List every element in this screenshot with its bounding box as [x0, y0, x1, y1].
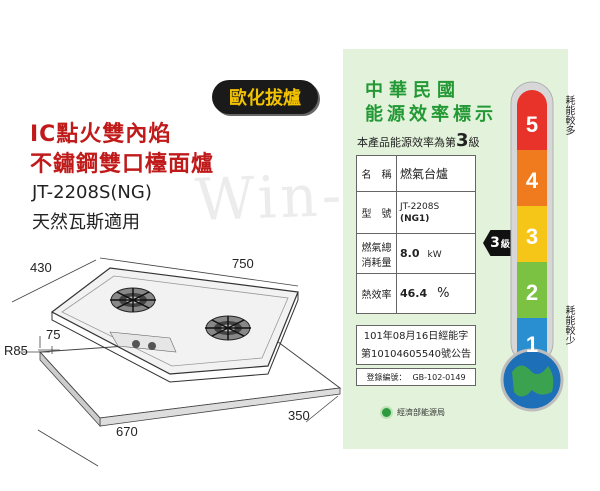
product-title-line2: 不鏽鋼雙口檯面爐: [30, 152, 215, 177]
product-title-line1: IC點火雙內焰: [30, 122, 172, 147]
dim-cutout-depth: 350: [288, 408, 310, 423]
ministry-name: 經濟部能源局: [397, 408, 445, 417]
stove-dimension-drawing: 430 750 75 R85 670 350: [4, 256, 342, 467]
efficiency-thermometer: 5 4 3 2 1: [500, 81, 564, 412]
spec-table: 名 稱 燃氣台爐 型 號 JT-2208S (NG1) 燃氣總 消耗量 8.0 k…: [356, 155, 476, 314]
certificate-notice: 101年08月16日經能字 第10104605540號公告: [356, 325, 476, 365]
energy-label-title-line2: 能源效率標示: [365, 104, 497, 125]
scale-label-3: 3: [526, 224, 538, 249]
arrow-suffix: 級: [500, 239, 510, 250]
spec-row-model: 型 號 JT-2208S (NG1): [356, 191, 476, 234]
dim-depth: 430: [30, 260, 52, 275]
efficiency-value: 46.4: [400, 287, 428, 300]
cert-line1: 101年08月16日經能字: [363, 331, 469, 342]
scale-label-1: 1: [526, 332, 538, 357]
dim-cutout-width: 670: [116, 424, 138, 439]
globe-icon: [512, 365, 554, 397]
scale-label-5: 5: [526, 112, 538, 137]
spec-key: 型 號: [356, 191, 397, 234]
reg-value: GB-102-0149: [412, 372, 466, 382]
spec-key: 燃氣總 消耗量: [356, 233, 397, 274]
spec-row-efficiency: 熱效率 46.4%: [356, 273, 476, 314]
spec-value: 燃氣台爐: [396, 155, 476, 192]
product-badge: 歐化拔爐: [212, 80, 318, 114]
knob-right-icon: [148, 342, 156, 350]
arrow-grade: 3: [490, 235, 500, 251]
scale-label-2: 2: [526, 280, 538, 305]
efficiency-unit: %: [437, 286, 450, 301]
ministry-logo-icon: [380, 406, 393, 419]
grade-statement: 本產品能源效率為第3級: [357, 130, 480, 151]
grade-number: 3: [456, 130, 469, 151]
grade-prefix: 本產品能源效率為第: [357, 136, 456, 149]
dim-radius: R85: [4, 343, 28, 358]
spec-key: 熱效率: [356, 273, 397, 314]
consumption-unit: kW: [427, 250, 442, 260]
spec-value: 8.0 kW: [396, 233, 476, 274]
scale-label-4: 4: [526, 168, 539, 193]
spec-row-name: 名 稱 燃氣台爐: [356, 155, 476, 192]
gas-type: 天然瓦斯適用: [32, 212, 140, 233]
energy-label-title-line1: 中華民國: [365, 80, 461, 101]
spec-row-consumption: 燃氣總 消耗量 8.0 kW: [356, 233, 476, 274]
less-consumption-label: 耗能較少: [563, 305, 574, 345]
cert-line2: 第10104605540號公告: [361, 349, 471, 360]
burner-left-icon: [110, 287, 156, 313]
registration-number: 登錄編號： GB-102-0149: [356, 368, 476, 386]
model-line1: JT-2208S: [400, 201, 440, 212]
reg-label: 登錄編號：: [366, 372, 407, 382]
dim-width: 750: [232, 256, 254, 271]
knob-left-icon: [132, 340, 140, 348]
product-model: JT-2208S(NG): [32, 182, 152, 203]
dim-inset: 75: [46, 327, 60, 342]
consumption-value: 8.0: [400, 247, 420, 260]
model-line2: (NG1): [400, 213, 430, 224]
spec-value: JT-2208S (NG1): [396, 191, 476, 234]
burner-right-icon: [205, 315, 251, 341]
spec-key: 名 稱: [356, 155, 397, 192]
consumption-key-line1: 燃氣總: [361, 242, 392, 254]
consumption-key-line2: 消耗量: [361, 257, 392, 269]
spec-value: 46.4%: [396, 273, 476, 314]
ministry-footer: 經濟部能源局: [380, 406, 445, 419]
grade-suffix: 級: [468, 136, 480, 149]
more-consumption-label: 耗能較多: [563, 95, 574, 135]
